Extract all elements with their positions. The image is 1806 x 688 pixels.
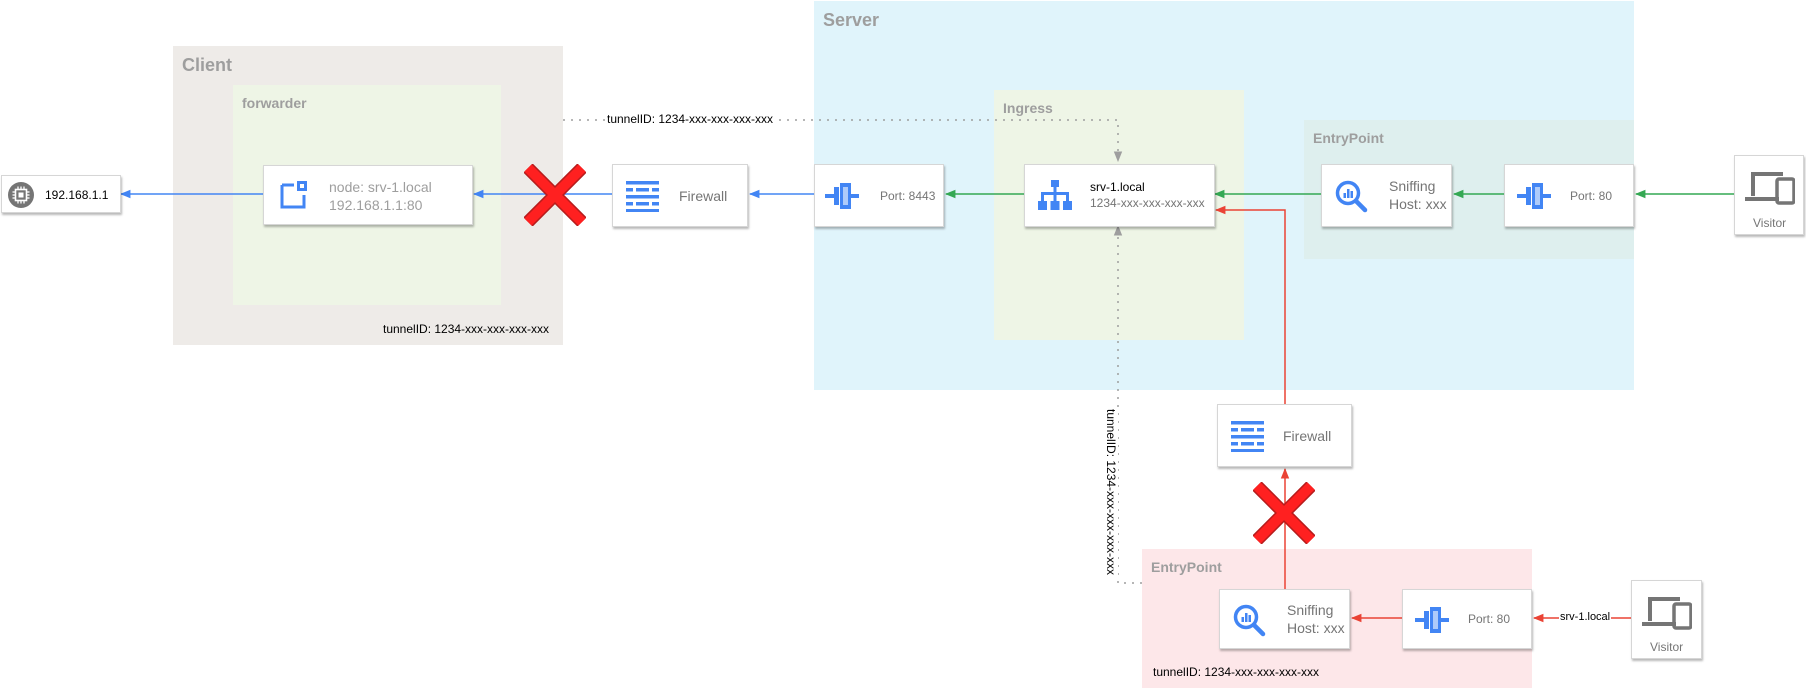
port-80-bottom-label: Port: 80 [1468,612,1511,626]
port-80-bottom-node[interactable]: Port: 80 [1402,589,1532,649]
blocked-x-icon-client [523,163,587,227]
load-balancer-icon [1038,179,1072,218]
firewall-icon [1231,418,1265,457]
tunnel-top-label: tunnelID: 1234-xxx-xxx-xxx-xxx [605,112,776,126]
firewall-bottom-label: Firewall [1283,428,1332,444]
tunnel-entrypoint-bottom-label: tunnelID: 1234-xxx-xxx-xxx-xxx [1153,665,1320,679]
tunnel-vertical-label: tunnelID: 1234-xxx-xxx-xxx-xxx [1104,407,1118,578]
ip-device-label: 192.168.1.1 [45,188,109,202]
tunnel-path-top [563,119,1123,163]
firewall-top-label: Firewall [679,188,728,204]
magnifier-chart-icon [1335,180,1369,219]
ingress-host-node[interactable]: srv-1.local 1234-xxx-xxx-xxx-xxx [1024,164,1215,227]
blocked-x-icon-entrypoint [1252,481,1316,545]
port-connector-icon [1517,181,1551,216]
ingress-host-tunnel-id: 1234-xxx-xxx-xxx-xxx [1090,196,1205,210]
visitor-bottom-node[interactable]: Visitor [1631,580,1702,659]
visitor-request-label: srv-1.local [1559,611,1612,623]
forwarder-group-title: forwarder [242,95,307,111]
sniffing-bottom-host: Host: xxx [1287,620,1345,636]
port-80-top-node[interactable]: Port: 80 [1504,164,1634,227]
magnifier-chart-icon [1233,604,1267,643]
firewall-icon [626,178,660,217]
client-group-title: Client [182,55,233,75]
tunnel-client-label: tunnelID: 1234-xxx-xxx-xxx-xxx [383,322,550,336]
port-connector-icon [825,181,859,216]
tunnel-path-bottom [1113,224,1142,584]
forwarder-node[interactable]: node: srv-1.local 192.168.1.1:80 [263,165,473,225]
visitor-bottom-label: Visitor [1650,640,1684,654]
port-connector-icon [1415,605,1449,640]
port-80-top-label: Port: 80 [1570,189,1613,203]
forwarder-node-name: node: srv-1.local [329,179,432,195]
server-group-title: Server [823,10,880,30]
entrypoint-bottom-group-title: EntryPoint [1151,559,1222,575]
laptop-phone-icon [1642,595,1693,636]
chip-icon [7,181,35,214]
entrypoint-top-group-title: EntryPoint [1313,130,1384,146]
sniffing-bottom-title: Sniffing [1287,602,1334,618]
ingress-host-name: srv-1.local [1090,180,1145,194]
ip-device-node[interactable]: 192.168.1.1 [1,175,121,213]
firewall-bottom-node[interactable]: Firewall [1217,404,1352,467]
external-node-icon [278,179,310,216]
firewall-top-node[interactable]: Firewall [612,164,748,227]
ingress-group-title: Ingress [1003,100,1053,116]
visitor-top-label: Visitor [1753,216,1787,230]
forwarder-node-address: 192.168.1.1:80 [329,197,423,213]
sniffing-top-host: Host: xxx [1389,196,1447,212]
sniffing-top-title: Sniffing [1389,178,1436,194]
sniffing-bottom-node[interactable]: Sniffing Host: xxx [1219,589,1350,649]
sniffing-top-node[interactable]: Sniffing Host: xxx [1321,164,1452,227]
port-8443-node[interactable]: Port: 8443 [814,164,944,227]
edge-firewall-to-ingress-bottom [1214,205,1286,404]
visitor-top-node[interactable]: Visitor [1734,155,1804,235]
laptop-phone-icon [1745,170,1796,211]
port-8443-label: Port: 8443 [880,189,936,203]
